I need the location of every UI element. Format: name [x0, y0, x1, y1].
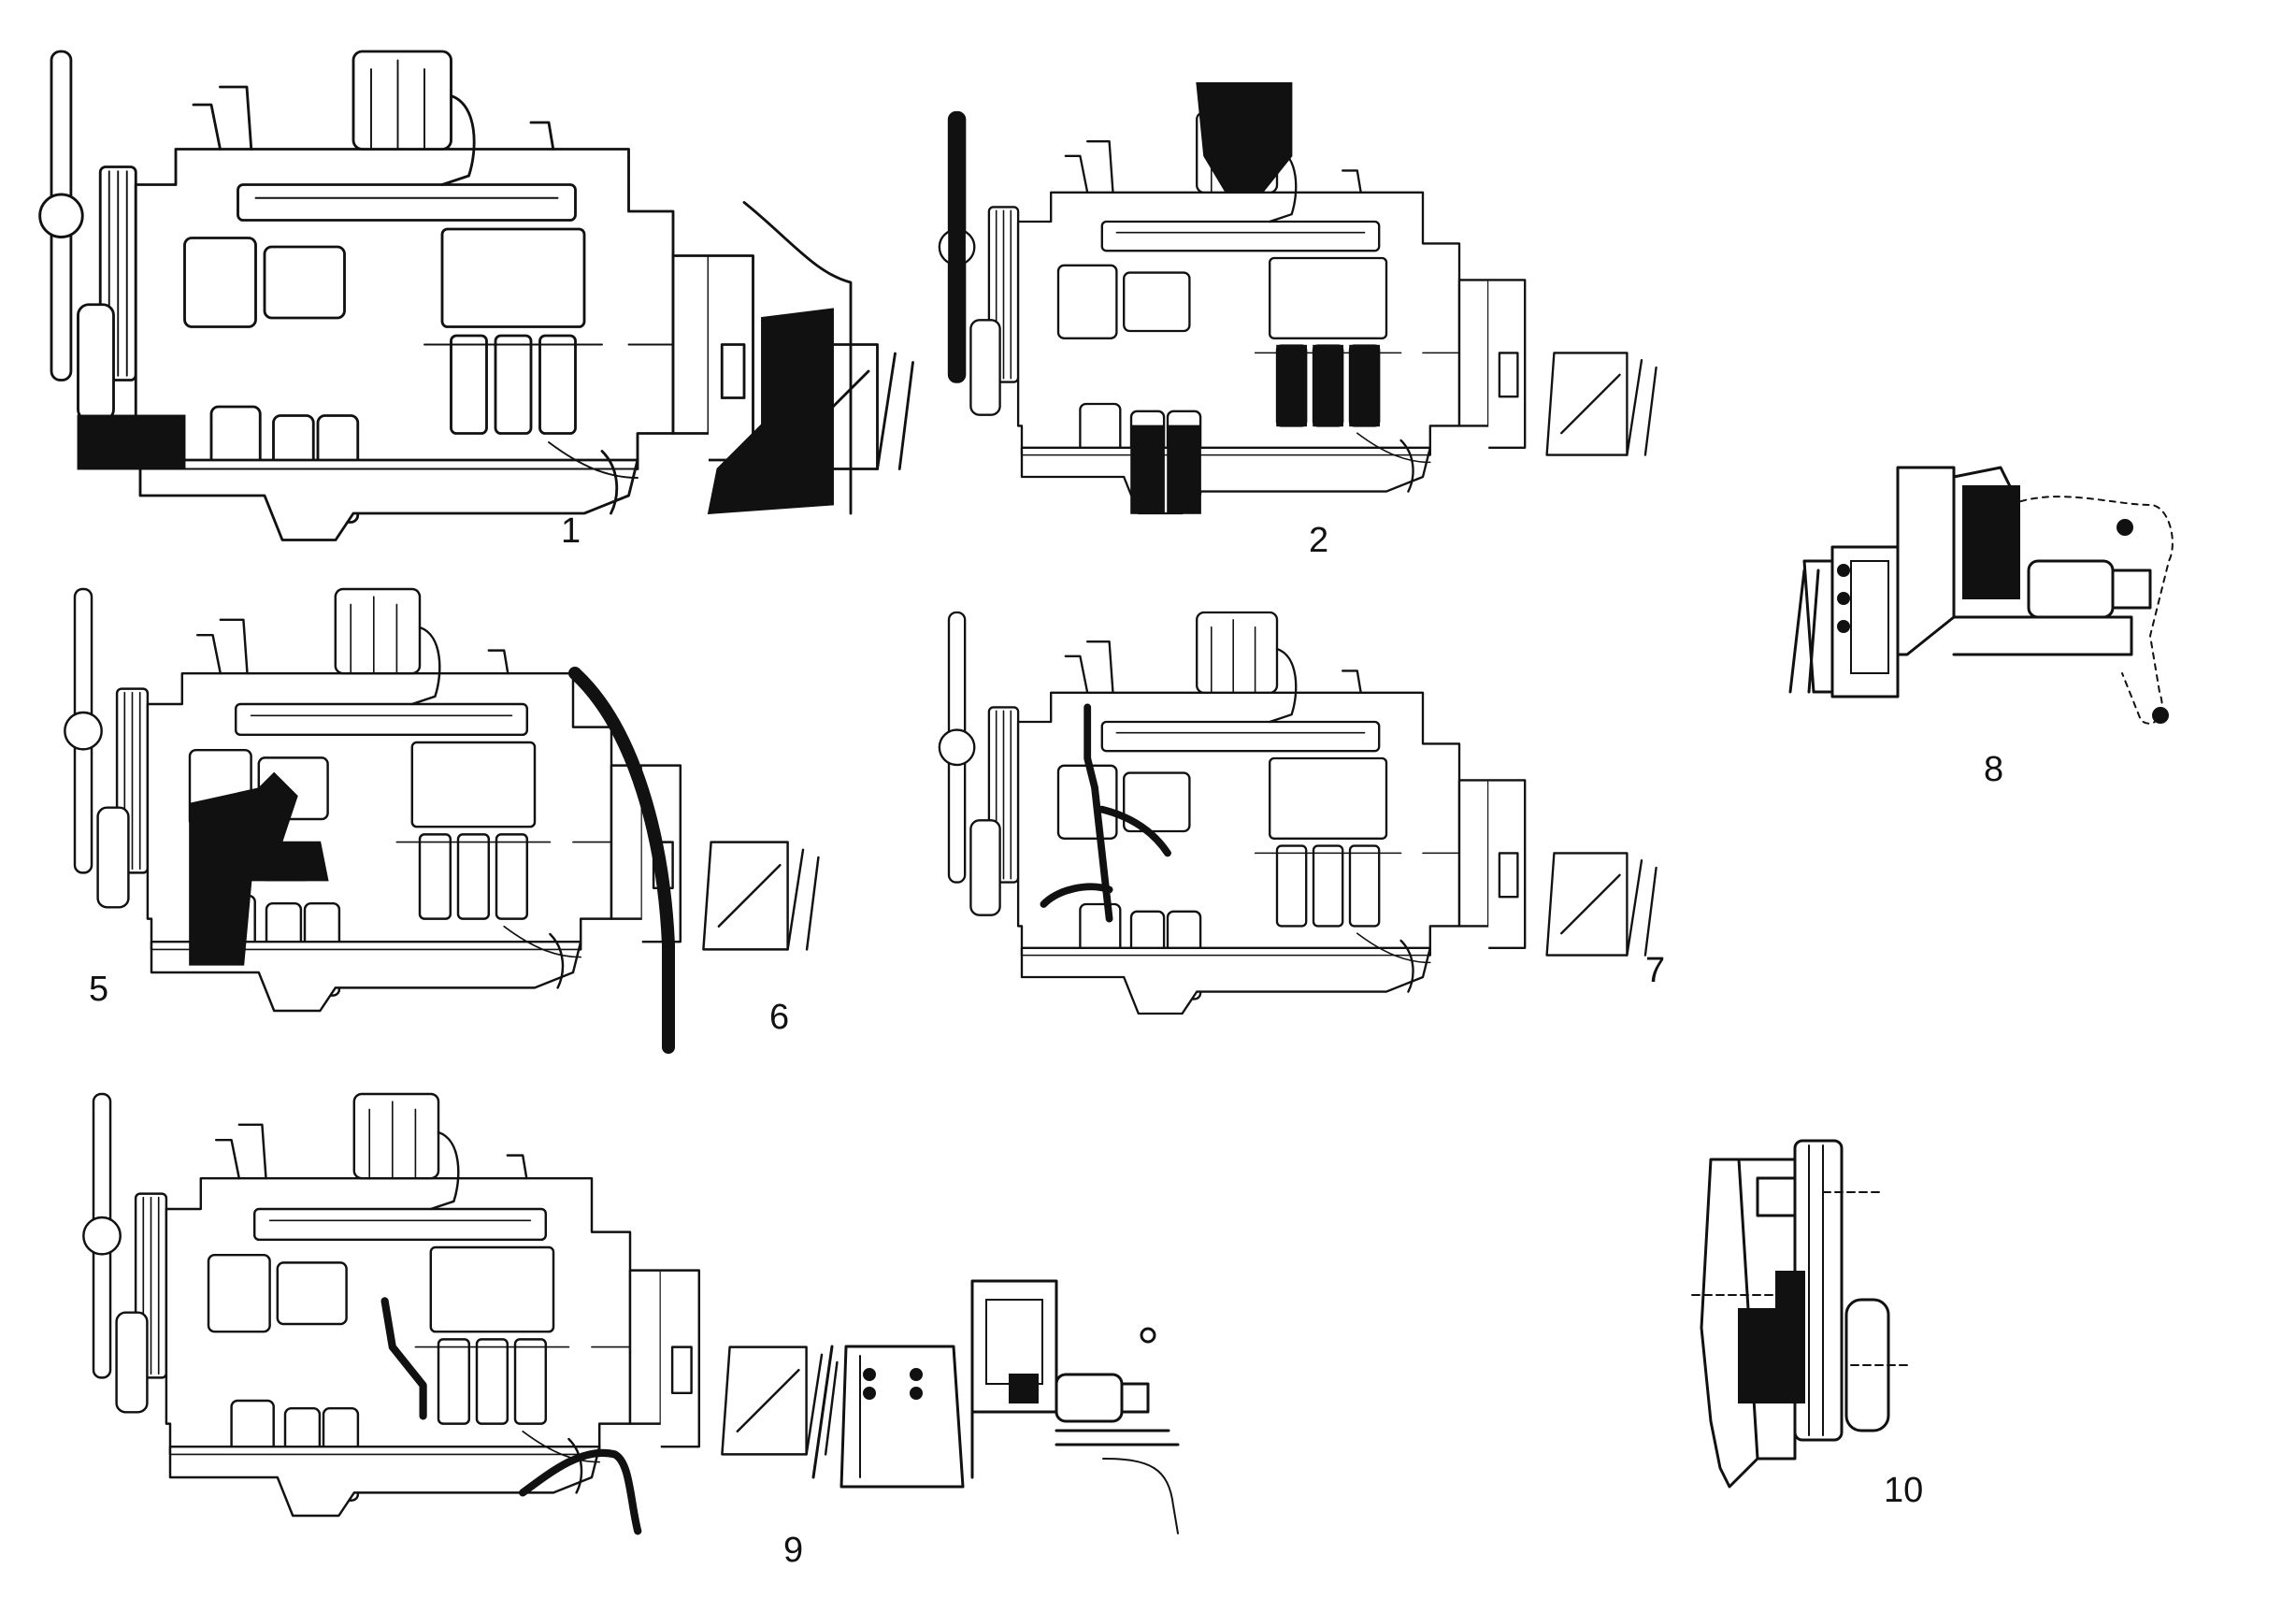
figure-9 [82, 1092, 839, 1535]
highlight-injector-2 [1313, 344, 1343, 427]
highlight-oil-sump [77, 414, 186, 470]
highlight-starter-relay-9 [1009, 1374, 1039, 1403]
highlight-filter-2 [1167, 425, 1201, 514]
highlight-fuel-pump-2 [265, 841, 329, 882]
figure-6-label: 6 [769, 998, 789, 1037]
figure-9-starter-detail [811, 1279, 1180, 1534]
highlight-wiring-harness [380, 1297, 427, 1420]
highlight-air-intake [1196, 82, 1293, 194]
highlight-injector-3 [1349, 344, 1380, 427]
highlight-filter-1 [1130, 425, 1165, 514]
figure-10 [1691, 1139, 1908, 1489]
figure-6 [568, 667, 675, 1054]
figure-9-label: 9 [783, 1531, 803, 1570]
highlight-wiring-harness-2 [519, 1448, 642, 1535]
figure-2 [938, 82, 1657, 515]
figure-2-label: 2 [1309, 521, 1328, 560]
highlight-fuel-line-2 [1098, 805, 1171, 857]
highlight-dipstick-tube [568, 667, 675, 1054]
figure-8-label: 8 [1984, 750, 2003, 789]
highlight-fuel-line-1 [1083, 703, 1113, 923]
figure-7-label: 7 [1645, 951, 1665, 990]
figure-1 [38, 50, 914, 541]
highlight-fan [948, 111, 966, 383]
figure-10-label: 10 [1884, 1471, 1923, 1510]
highlight-fuel-line-3 [1040, 883, 1113, 908]
highlight-injector-1 [1276, 344, 1307, 427]
figure-7 [938, 611, 1657, 1015]
figure-5 [64, 587, 820, 1013]
figure-1-label: 1 [561, 511, 581, 551]
figure-5-label: 5 [89, 970, 108, 1009]
highlight-flywheel-housing [707, 308, 834, 515]
figure-8 [1788, 466, 2174, 725]
highlight-starter-relay [1962, 485, 2020, 599]
highlight-belt-tensioner [1738, 1271, 1805, 1403]
